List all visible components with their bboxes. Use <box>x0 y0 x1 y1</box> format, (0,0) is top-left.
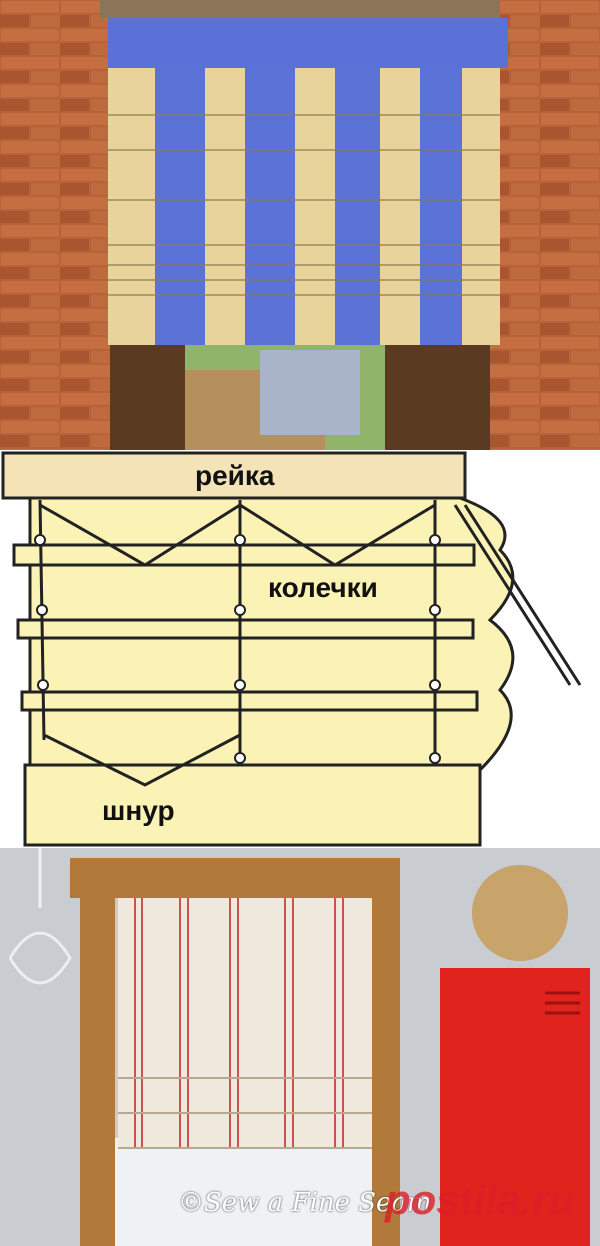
slat <box>16 618 475 640</box>
rings <box>34 534 441 764</box>
roman-blind <box>108 18 508 345</box>
photo-red-stripe-blind: ©Sew a Fine Seam postila.ru <box>0 848 600 1246</box>
red-stripe-blind-image <box>0 848 600 1246</box>
bottom-bar <box>23 763 482 847</box>
site-watermark: postila.ru <box>385 1176 575 1223</box>
cord-pull <box>453 504 572 686</box>
cord-bottom <box>43 733 241 787</box>
label-rings: колечки <box>268 572 378 603</box>
rail <box>1 451 467 500</box>
window-frame <box>70 858 400 1246</box>
brick-wall-left <box>0 0 110 450</box>
label-cord: шнур <box>102 795 175 826</box>
chandelier <box>8 848 72 985</box>
photo-striped-blind <box>0 0 600 450</box>
brick-wall-right <box>490 0 600 450</box>
slat <box>20 690 479 712</box>
cord-top <box>39 503 436 567</box>
blanket <box>260 350 360 435</box>
window-glass <box>115 1138 372 1246</box>
roman-blind-diagram: рейка колечки шнур <box>0 450 600 848</box>
slat <box>12 543 476 567</box>
globe <box>472 865 568 961</box>
label-rail: рейка <box>195 460 275 491</box>
striped-blind-image <box>0 0 600 450</box>
diagram-drawing <box>1 451 582 847</box>
credit-watermark: ©Sew a Fine Seam <box>178 1188 432 1218</box>
blind <box>118 898 372 1149</box>
